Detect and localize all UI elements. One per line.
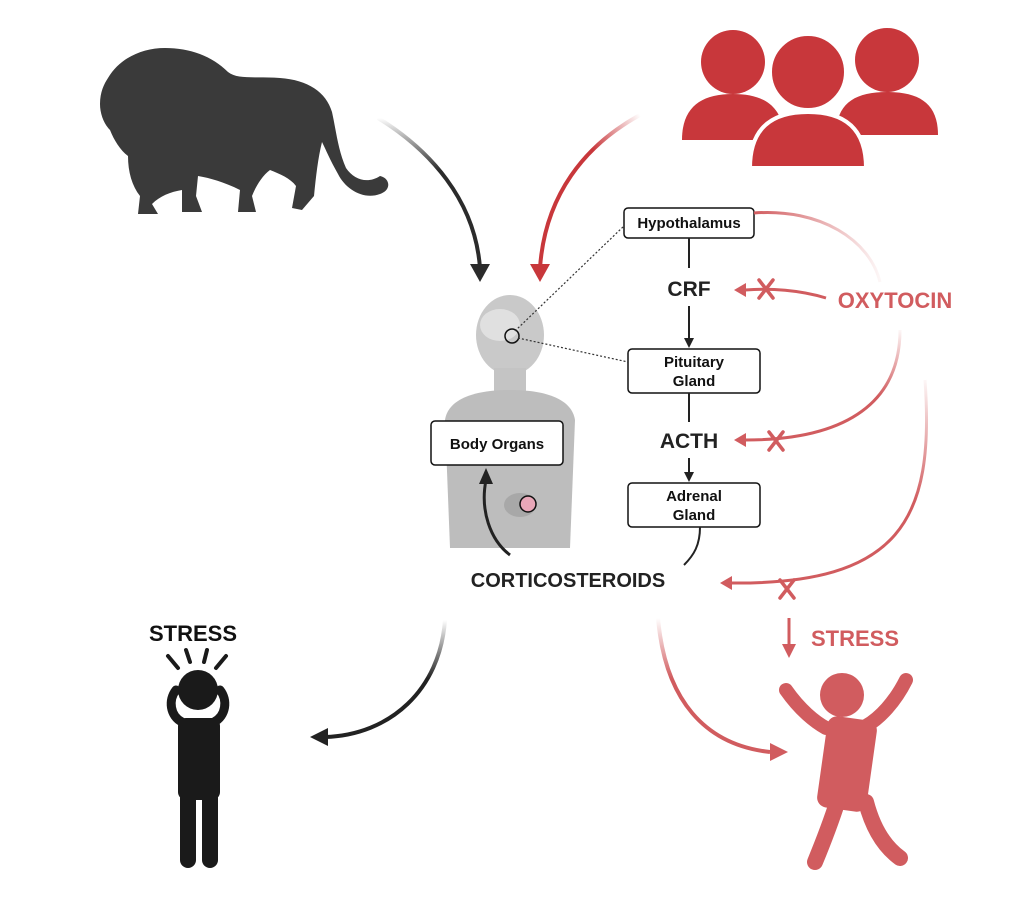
adrenal-gland-box: Adrenal Gland [627,482,761,528]
body-organs-label: Body Organs [450,436,544,453]
stressed-arrowhead [310,728,328,746]
stress-right-label: STRESS [811,626,899,651]
corticosteroids-label: CORTICOSTEROIDS [471,570,665,592]
lion-silhouette-icon [100,48,389,214]
adrenal-marker [519,495,537,513]
hypothalamus-label: Hypothalamus [637,215,740,232]
hypothalamus-to-oxytocin-curve [753,210,882,283]
organs-arrowhead [479,468,493,484]
adrenal-to-corticosteroids-line [683,526,701,566]
crf-inhibit-arrowhead [734,283,746,297]
pituitary-leader-line [517,337,629,363]
lion-to-body-arrow [376,116,482,269]
x-inhibit-icon [757,278,775,300]
corticosteroids-inhibit-arrowhead [720,576,732,590]
oxytocin-inhibits-corticosteroids-arrow [729,379,929,585]
stress-left-label: STRESS [149,621,237,646]
hypothalamus-box: Hypothalamus [623,207,755,239]
oxytocin-inhibits-crf-arrow [744,287,827,300]
acth-label: ACTH [660,430,718,453]
crf-label: CRF [667,278,710,301]
body-organs-box: Body Organs [430,420,564,466]
x-inhibit-icon [778,578,796,600]
crf-arrowhead [684,338,694,348]
acth-arrowhead [684,472,694,482]
pituitary-label-line2: Gland [673,373,716,390]
happy-person-icon [779,673,913,870]
reduced-stress-arrowhead [782,644,796,658]
pituitary-label-line1: Pituitary [664,354,725,371]
adrenal-label-line1: Adrenal [666,488,722,505]
adrenal-label-line2: Gland [673,507,716,524]
corticosteroids-to-happy-arrow [656,617,771,754]
people-to-body-arrow [538,113,641,269]
pituitary-gland-box: Pituitary Gland [627,348,761,394]
happy-arrowhead [770,743,788,761]
stressed-person-icon [166,648,230,868]
group-of-people-icon [682,28,938,170]
corticosteroids-to-organs-arrow [482,479,511,557]
hypothalamus-leader-line [514,224,626,332]
acth-inhibit-arrowhead [734,433,746,447]
people-arrowhead [530,264,550,282]
x-inhibit-icon [767,430,785,452]
oxytocin-inhibits-acth-arrow [744,329,902,442]
oxytocin-label: OXYTOCIN [838,288,953,313]
hypothalamus-marker [504,328,520,344]
lion-arrowhead [470,264,490,282]
corticosteroids-to-stressed-arrow [324,619,447,739]
